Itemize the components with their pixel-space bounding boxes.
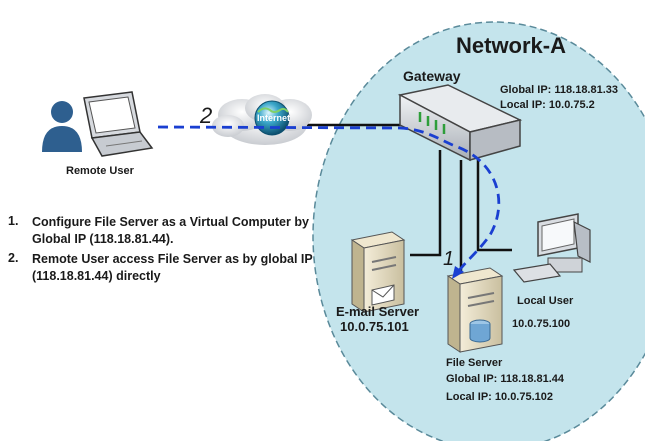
gateway-label: Gateway	[403, 68, 461, 84]
file-server-global-ip: Global IP: 118.18.81.44	[446, 373, 565, 385]
path-label-remote: 2	[200, 103, 213, 128]
file-server-label: File Server	[446, 357, 503, 369]
instruction-list: 1. Configure File Server as a Virtual Co…	[8, 214, 330, 288]
local-user-ip: 10.0.75.100	[512, 318, 571, 330]
email-server-icon	[350, 231, 406, 313]
arrow-head-icon	[452, 266, 464, 279]
internet-label: Internet	[257, 113, 291, 123]
gateway-local-ip: Local IP: 10.0.75.2	[500, 99, 595, 111]
laptop-icon	[83, 91, 154, 157]
network-title: Network-A	[456, 33, 567, 58]
email-server-ip: 10.0.75.101	[340, 319, 409, 334]
desktop-pc-icon	[512, 213, 591, 283]
file-server-local-ip: Local IP: 10.0.75.102	[446, 391, 554, 403]
remote-access-path	[157, 125, 501, 273]
file-server-icon	[446, 267, 504, 353]
remote-user-label: Remote User	[66, 165, 134, 177]
email-server-label: E-mail Server	[336, 304, 420, 319]
local-user-label: Local User	[517, 295, 574, 307]
network-links	[305, 123, 512, 300]
path-label-local: 1	[443, 248, 455, 270]
instruction-step: 2. Remote User access File Server as by …	[8, 250, 313, 283]
user-icon	[42, 101, 82, 152]
instruction-step: 1. Configure File Server as a Virtual Co…	[8, 214, 309, 246]
gateway-global-ip: Global IP: 118.18.81.33	[500, 84, 619, 96]
